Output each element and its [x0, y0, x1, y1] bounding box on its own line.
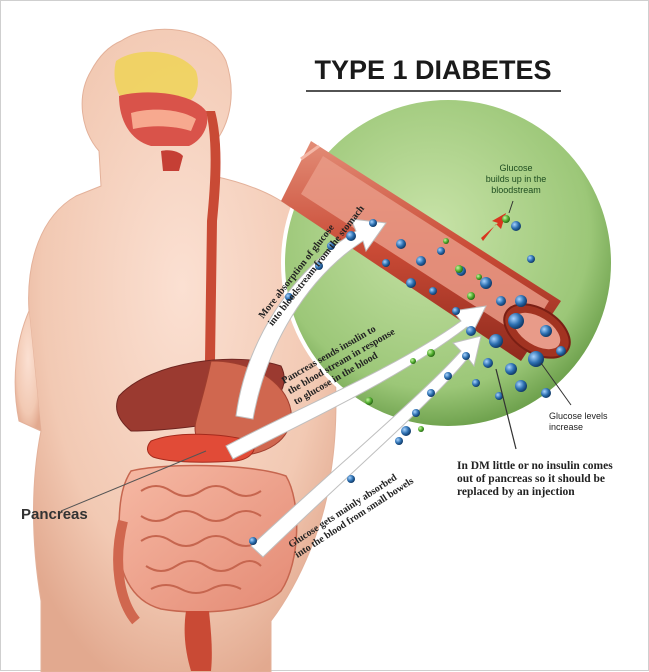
- svg-text:Glucose levels: Glucose levels: [549, 411, 608, 421]
- svg-text:bloodstream: bloodstream: [491, 185, 541, 195]
- glucose-levels-label: Glucose levels increase: [549, 411, 608, 432]
- svg-text:increase: increase: [549, 422, 583, 432]
- svg-text:In DM little or no insulin com: In DM little or no insulin comes: [457, 460, 613, 472]
- svg-text:replaced by an injection: replaced by an injection: [457, 486, 575, 498]
- svg-text:builds up in the: builds up in the: [486, 174, 547, 184]
- svg-text:out of pancreas so it should b: out of pancreas so it should be: [457, 473, 605, 485]
- dm-insulin-note: In DM little or no insulin comes out of …: [457, 460, 613, 498]
- page-title: TYPE 1 DIABETES: [314, 55, 551, 85]
- pancreas-label: Pancreas: [21, 506, 88, 523]
- svg-text:Glucose: Glucose: [499, 163, 532, 173]
